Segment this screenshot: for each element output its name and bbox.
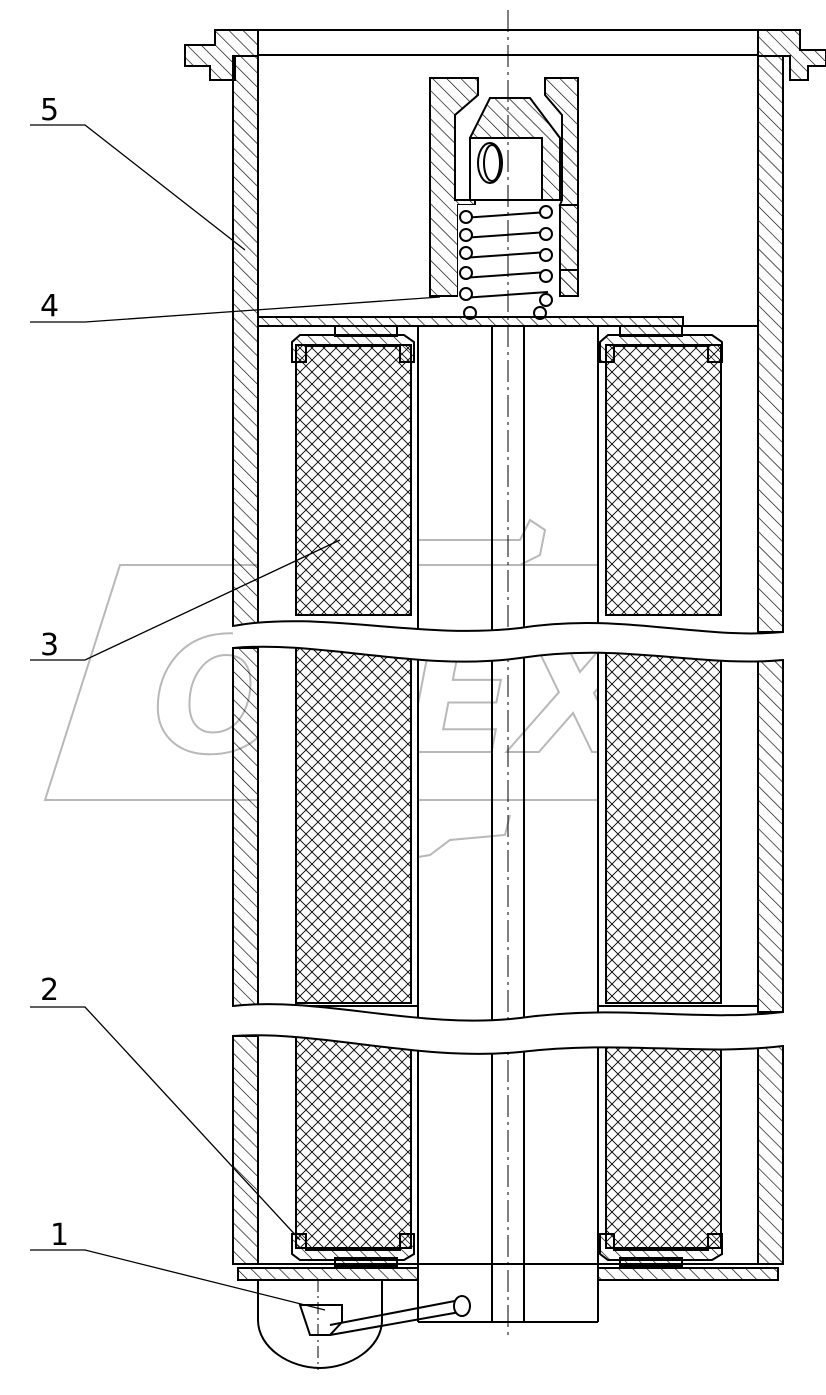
drain-handle xyxy=(257,1279,471,1370)
callout-label-1: 1 xyxy=(50,1218,69,1253)
callout-label-5: 5 xyxy=(40,93,59,128)
leader-line-2 xyxy=(30,1006,301,1241)
top-cover-plate xyxy=(257,316,684,327)
leader-line-1 xyxy=(30,1249,326,1311)
bottom-plate xyxy=(237,1263,779,1281)
leader-lines xyxy=(30,124,441,1311)
housing-head xyxy=(184,29,826,81)
filter-element-right xyxy=(597,325,759,1267)
break-lines xyxy=(232,620,784,1055)
callout-label-3: 3 xyxy=(40,628,59,663)
bypass-valve xyxy=(429,77,579,320)
leader-line-3 xyxy=(30,539,341,661)
leader-line-4 xyxy=(30,296,441,323)
callout-label-4: 4 xyxy=(40,289,59,324)
leader-line-5 xyxy=(30,124,246,251)
housing-wall-left xyxy=(232,55,259,1265)
callout-labels: 5 4 3 2 1 xyxy=(40,93,69,1253)
filter-element-left xyxy=(257,325,419,1267)
center-tube xyxy=(417,10,599,1340)
callout-label-2: 2 xyxy=(40,973,59,1008)
